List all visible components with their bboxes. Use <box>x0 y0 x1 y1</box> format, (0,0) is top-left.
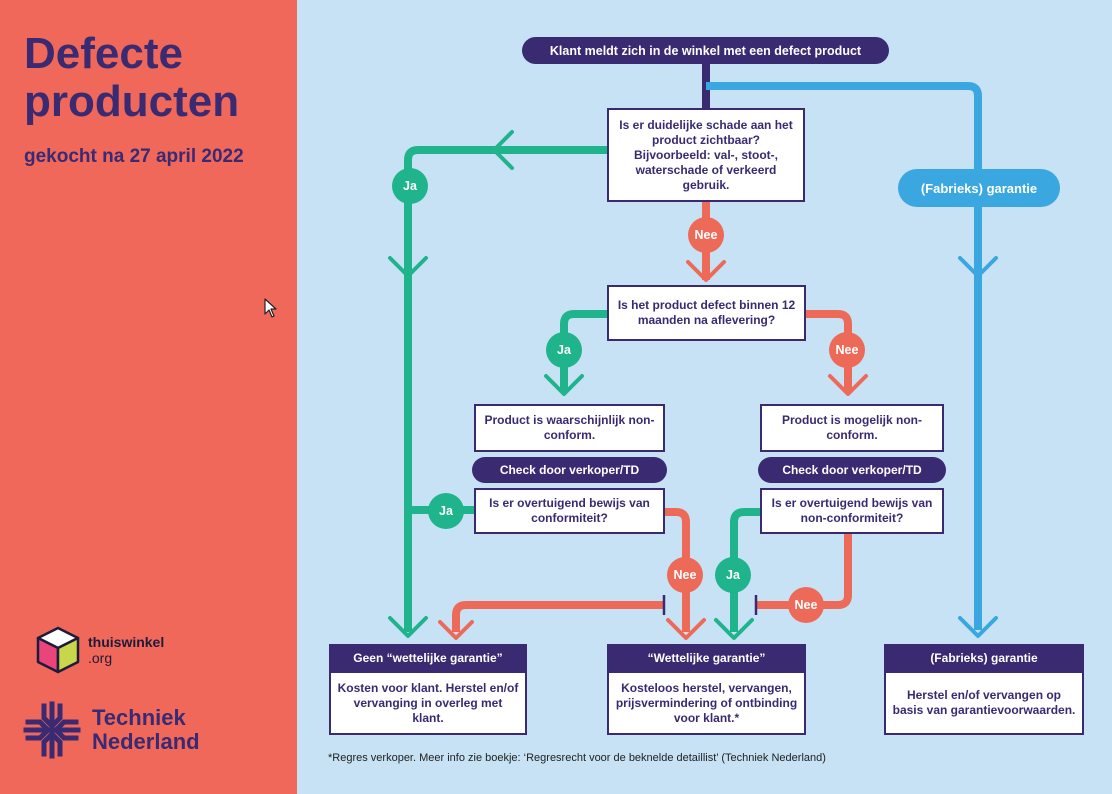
label-nee-conform: Nee <box>667 557 703 593</box>
outcome-fabrieks-garantie-body: Herstel en/of vervangen op basis van gar… <box>884 671 1084 735</box>
question-damage: Is er duidelijke schade aan het product … <box>607 108 805 202</box>
arrow-blue-mid <box>958 256 998 278</box>
arrow-green-left-mid <box>388 256 428 278</box>
box-waarschijnlijk-nonconform: Product is waarschijnlijk non-conform. <box>474 404 665 452</box>
outcome-fabrieks-garantie-title: (Fabrieks) garantie <box>884 644 1084 672</box>
outcome-geen-garantie-body: Kosten voor klant. Herstel en/of vervang… <box>329 671 527 735</box>
question-conformiteit: Is er overtuigend bewijs van conformitei… <box>474 488 665 534</box>
techniek-wordmark: Techniek Nederland <box>92 706 200 754</box>
label-ja-conform: Ja <box>428 493 464 529</box>
cube-logo-icon <box>36 626 80 674</box>
title-line-2: producten <box>24 77 240 126</box>
arrow-green-mid-end <box>714 618 754 640</box>
techniek-line-1: Techniek <box>92 705 186 730</box>
label-nee-damage: Nee <box>688 217 724 253</box>
title-line-1: Defecte <box>24 29 183 78</box>
snowflake-logo-icon <box>23 701 81 759</box>
arrow-green-left-end <box>388 616 428 638</box>
outcome-geen-garantie-title: Geen “wettelijke garantie” <box>329 644 527 672</box>
box-mogelijk-nonconform: Product is mogelijk non-conform. <box>760 404 944 452</box>
outcome-wettelijke-garantie-body: Kosteloos herstel, vervangen, prijsvermi… <box>607 671 806 735</box>
connector-red-nonconform-nee <box>756 530 852 609</box>
question-non-conformiteit: Is er overtuigend bewijs van non-conform… <box>760 488 944 534</box>
page-subtitle: gekocht na 27 april 2022 <box>24 146 244 167</box>
check-verkoper-right: Check door verkoper/TD <box>758 457 946 483</box>
arrow-red-nee-down <box>686 260 726 282</box>
check-verkoper-left: Check door verkoper/TD <box>472 457 667 483</box>
question-12-months: Is het product defect binnen 12 maanden … <box>607 285 806 341</box>
connector-green-nonconform-ja <box>730 508 760 632</box>
connector-red-branch-left <box>452 601 664 632</box>
thuiswinkel-wordmark: thuiswinkel .org <box>88 634 164 666</box>
connector-green-ja-left <box>404 146 608 632</box>
fabrieks-garantie-pill: (Fabrieks) garantie <box>898 169 1060 207</box>
arrow-green-12m <box>544 374 584 396</box>
thuiswinkel-suffix: .org <box>88 650 113 666</box>
connector-red-conform-nee <box>664 508 690 632</box>
thuiswinkel-logo: thuiswinkel .org <box>36 626 164 674</box>
label-ja-12m: Ja <box>546 332 582 368</box>
arrow-red-left-end <box>438 620 474 640</box>
mouse-pointer-icon <box>264 298 277 318</box>
connector-blue-fab <box>706 82 982 630</box>
start-pill: Klant meldt zich in de winkel met een de… <box>522 37 889 64</box>
connector-red-12m-nee <box>806 310 852 392</box>
outcome-wettelijke-garantie-title: “Wettelijke garantie” <box>607 644 806 672</box>
footnote: *Regres verkoper. Meer info zie boekje: … <box>328 752 826 764</box>
label-nee-12m: Nee <box>829 332 865 368</box>
connector-green-12m-ja <box>560 310 608 392</box>
arrow-red-mid-end <box>666 618 706 640</box>
page-title: Defecte producten <box>24 30 239 126</box>
arrow-blue-end <box>958 616 998 638</box>
label-nee-nonconform: Nee <box>788 587 824 623</box>
techniek-nederland-logo: Techniek Nederland <box>22 700 200 760</box>
thuiswinkel-name: thuiswinkel <box>88 634 165 650</box>
techniek-line-2: Nederland <box>92 729 200 754</box>
label-ja-damage: Ja <box>392 168 428 204</box>
arrow-red-12m <box>828 374 868 396</box>
arrow-green-left-head <box>492 130 514 170</box>
label-ja-nonconform: Ja <box>715 557 751 593</box>
